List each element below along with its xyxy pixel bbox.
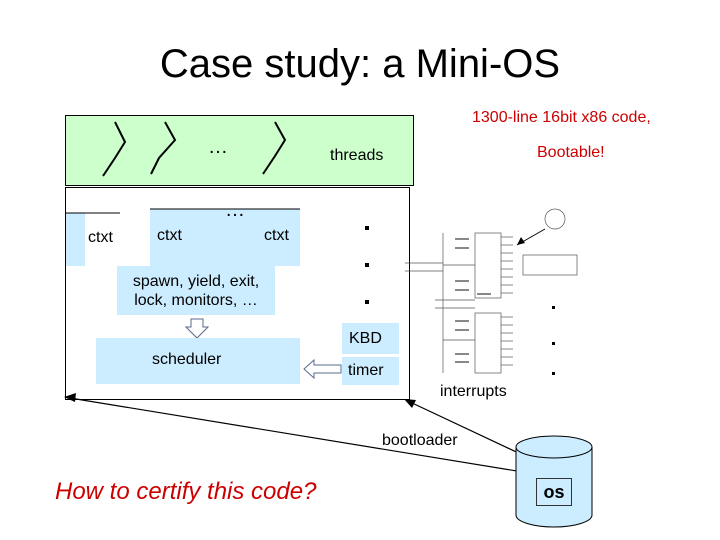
- ctxt-box-2: [150, 209, 300, 266]
- interrupt-dot-2: [552, 342, 555, 345]
- thread-3: [262, 121, 287, 175]
- kbd-label: KBD: [349, 330, 382, 347]
- interrupt-dot-3: [552, 372, 555, 375]
- thread-1: [102, 121, 127, 177]
- down-arrow-icon: [185, 318, 209, 339]
- interrupts-label: interrupts: [440, 383, 507, 400]
- thread-squiggles: [102, 121, 287, 177]
- interrupt-dot-1: [552, 306, 555, 309]
- code-size-note: 1300-line 16bit x86 code,: [472, 109, 651, 126]
- slide-title: Case study: a Mini-OS: [159, 42, 561, 86]
- timer-label: timer: [348, 362, 384, 379]
- ctxt-label-2: ctxt: [157, 227, 182, 244]
- device-dot-2: [365, 263, 369, 267]
- device-dot-1: [365, 226, 369, 230]
- ctxt-label-3: ctxt: [264, 227, 289, 244]
- bootable-note: Bootable!: [537, 144, 605, 161]
- scheduler-box: scheduler: [96, 338, 300, 384]
- ctxt-ellipsis: …: [225, 199, 245, 221]
- disk-label: os: [536, 478, 572, 506]
- timer-box: timer: [342, 357, 399, 385]
- syscalls-line-1: spawn, yield, exit,: [132, 272, 260, 290]
- device-dot-3: [365, 300, 369, 304]
- kbd-box: KBD: [342, 323, 399, 354]
- threads-ellipsis: …: [208, 136, 228, 158]
- scheduler-label: scheduler: [152, 351, 222, 368]
- ctxt-label-1: ctxt: [88, 229, 113, 246]
- threads-label: threads: [330, 147, 384, 164]
- bootloader-label: bootloader: [382, 432, 458, 449]
- syscalls-box: spawn, yield, exit, lock, monitors, …: [117, 266, 275, 315]
- os-box: [65, 187, 410, 400]
- ctxt-box-1: [66, 213, 85, 266]
- syscalls-line-2: lock, monitors, …: [134, 291, 258, 309]
- thread-2: [150, 121, 177, 175]
- ctxt-lines: [66, 208, 300, 214]
- threads-box: [65, 115, 414, 186]
- left-arrow-icon: [303, 358, 342, 380]
- certify-question: How to certify this code?: [55, 478, 317, 505]
- interrupt-controller-schematic: [405, 208, 578, 374]
